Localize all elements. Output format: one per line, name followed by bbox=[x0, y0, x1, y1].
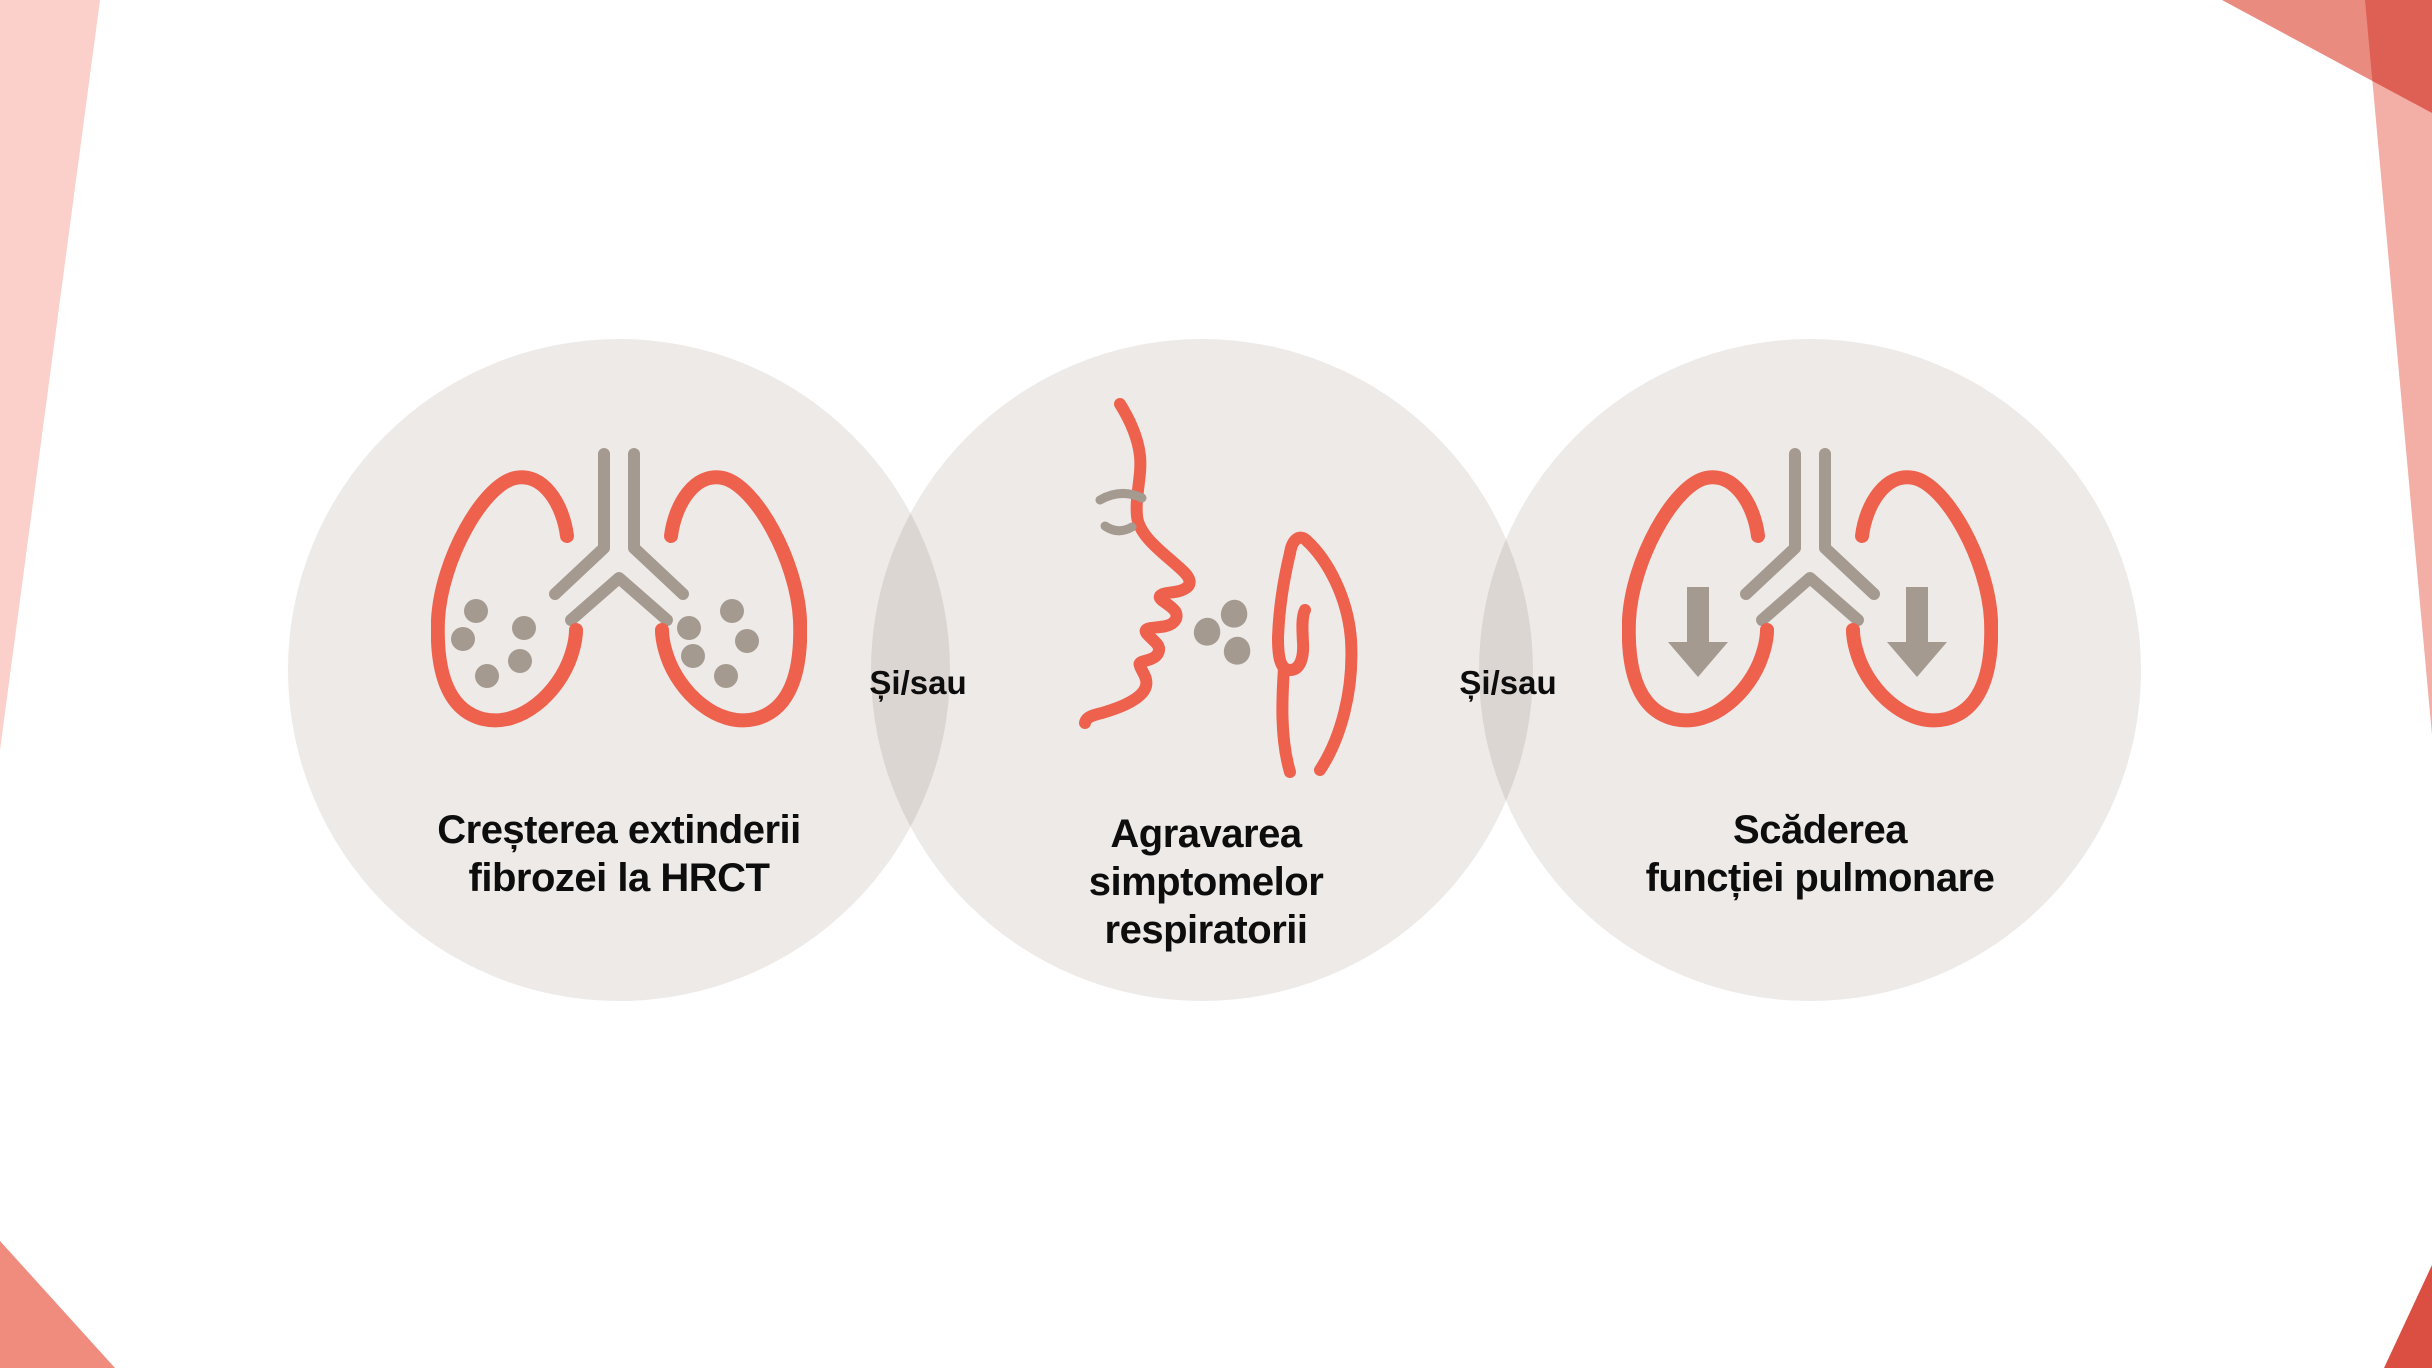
connector-label-and-or-1: Și/sau bbox=[869, 664, 967, 701]
corner-decoration-top-right-triangle bbox=[2222, 0, 2432, 113]
criterion-circle-symptoms bbox=[871, 339, 1533, 1001]
criterion-label-lung-function: Scăderea funcției pulmonare bbox=[1510, 806, 2130, 902]
caption-line: Creșterea extinderii bbox=[437, 808, 801, 852]
connector-label-and-or-2: Și/sau bbox=[1459, 664, 1557, 701]
criterion-label-symptoms: Agravarea simptomelor respiratorii bbox=[896, 810, 1516, 954]
corner-decoration-bottom-left bbox=[0, 1241, 115, 1368]
cough-icon bbox=[1078, 398, 1363, 778]
criterion-circle-lung-function bbox=[1479, 339, 2141, 1001]
caption-line: Scăderea bbox=[1733, 808, 1907, 852]
criterion-label-hrct: Creșterea extinderii fibrozei la HRCT bbox=[309, 806, 929, 902]
caption-line: funcției pulmonare bbox=[1645, 856, 1995, 900]
lungs-decline-icon bbox=[1622, 448, 1998, 732]
caption-line: Agravarea bbox=[1110, 812, 1302, 856]
caption-line: simptomelor bbox=[1088, 860, 1324, 904]
lungs-fibrosis-icon bbox=[431, 448, 807, 732]
corner-decoration-top-left bbox=[0, 0, 100, 750]
criterion-circle-hrct bbox=[288, 339, 950, 1001]
corner-decoration-top-right-strip bbox=[2365, 0, 2432, 735]
down-arrow-icon bbox=[1668, 587, 1728, 677]
corner-decoration-bottom-right bbox=[2384, 1265, 2432, 1368]
caption-line: respiratorii bbox=[1104, 908, 1308, 952]
down-arrow-icon bbox=[1887, 587, 1947, 677]
caption-line: fibrozei la HRCT bbox=[468, 856, 770, 900]
